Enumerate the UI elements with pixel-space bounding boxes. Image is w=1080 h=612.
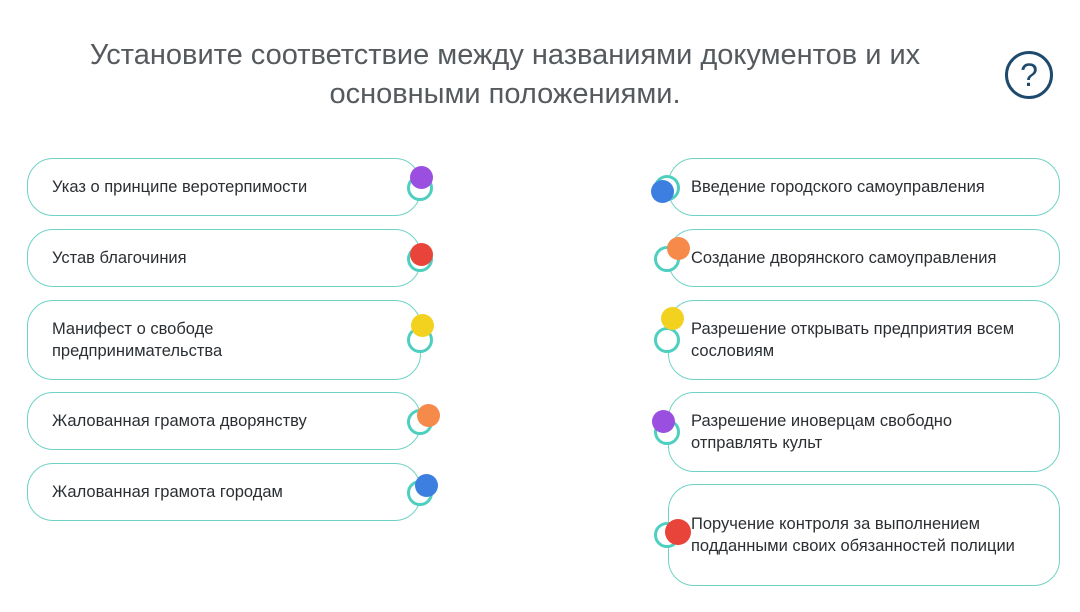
- right-item-label: Создание дворянского самоуправления: [691, 249, 997, 267]
- right-item-gorodskoe-samoupravlenie[interactable]: Введение городского самоуправления: [668, 158, 1060, 216]
- right-item-label: Введение городского самоуправления: [691, 178, 985, 196]
- left-item-label: Жалованная грамота городам: [52, 483, 283, 501]
- left-item-manifest-svoboda[interactable]: Манифест о свободе предпринимательства: [27, 300, 421, 380]
- task-title: Установите соответствие между названиями…: [89, 39, 921, 110]
- left-item-gramota-gorodam[interactable]: Жалованная грамота городам: [27, 463, 421, 521]
- right-item-kontrol-politsii[interactable]: Поручение контроля за выполнением поддан…: [668, 484, 1060, 586]
- left-item-label: Жалованная грамота дворянству: [52, 412, 307, 430]
- left-connector-dot[interactable]: [411, 314, 434, 337]
- help-icon[interactable]: ?: [1005, 51, 1053, 99]
- left-item-ustav-blagochiniya[interactable]: Устав благочиния: [27, 229, 421, 287]
- left-item-label: Указ о принципе веротерпимости: [52, 178, 308, 196]
- right-item-label: Разрешение иноверцам свободно отправлять…: [691, 412, 953, 452]
- right-item-predpriyatiya-vsem[interactable]: Разрешение открывать предприятия всем со…: [668, 300, 1060, 380]
- right-item-inovertsy-kult[interactable]: Разрешение иноверцам свободно отправлять…: [668, 392, 1060, 472]
- right-connector-dot[interactable]: [667, 237, 690, 260]
- right-connector-dot[interactable]: [665, 519, 691, 545]
- right-connector-ring[interactable]: [654, 327, 680, 353]
- right-connector-dot[interactable]: [651, 180, 674, 203]
- left-item-gramota-dvoryanstvu[interactable]: Жалованная грамота дворянству: [27, 392, 421, 450]
- left-item-ukaz-veroterpimost[interactable]: Указ о принципе веротерпимости: [27, 158, 421, 216]
- left-item-label: Манифест о свободе предпринимательства: [52, 320, 223, 360]
- left-connector-dot[interactable]: [410, 243, 433, 266]
- left-connector-dot[interactable]: [417, 404, 440, 427]
- right-item-dvoryanskoe-samoupravlenie[interactable]: Создание дворянского самоуправления: [668, 229, 1060, 287]
- left-connector-dot[interactable]: [410, 166, 433, 189]
- left-connector-dot[interactable]: [415, 474, 438, 497]
- right-item-label: Разрешение открывать предприятия всем со…: [691, 320, 1015, 360]
- left-item-label: Устав благочиния: [52, 249, 187, 267]
- right-item-label: Поручение контроля за выполнением поддан…: [691, 515, 1015, 555]
- right-connector-dot[interactable]: [661, 307, 684, 330]
- right-connector-dot[interactable]: [652, 410, 675, 433]
